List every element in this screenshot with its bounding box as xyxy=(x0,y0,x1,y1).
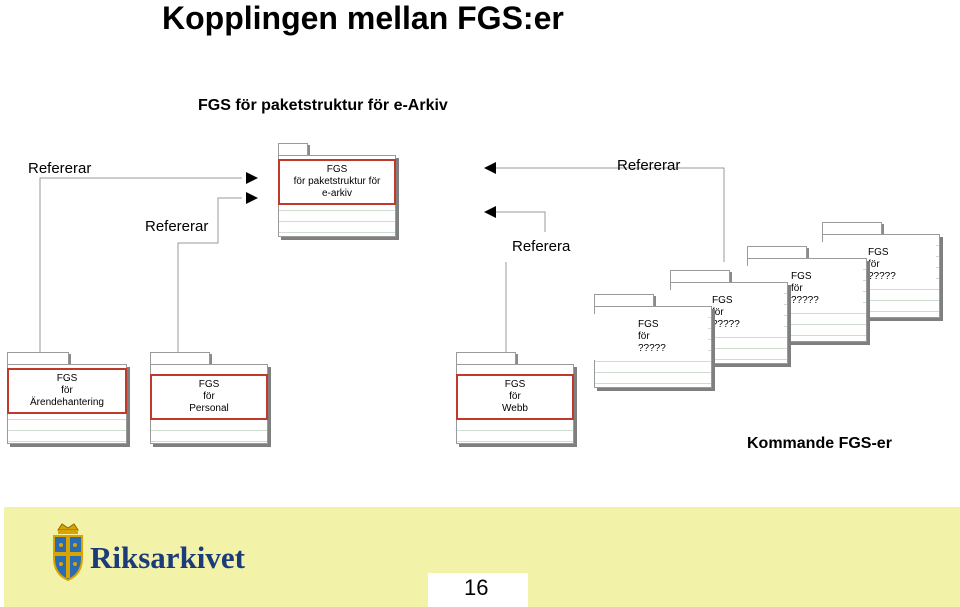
folder-personal-line3: Personal xyxy=(189,403,229,414)
slide-title: Kopplingen mellan FGS:er xyxy=(162,0,564,36)
arrow-left-1 xyxy=(484,162,496,174)
logo-text: Riksarkivet xyxy=(90,540,245,575)
folder-future-2-line2: för xyxy=(712,307,724,318)
folder-arende-line3: Ärendehantering xyxy=(30,397,104,408)
slide-subtitle: FGS för paketstruktur för e-Arkiv xyxy=(198,97,448,114)
ref-label-right-top: Refererar xyxy=(617,157,681,174)
folder-arende-line2: för xyxy=(61,385,73,396)
folder-arende-line1: FGS xyxy=(56,373,78,384)
folder-future-2-line1: FGS xyxy=(712,295,733,306)
folder-main-line1: FGS xyxy=(326,164,348,175)
slide-number: 16 xyxy=(464,575,489,600)
folder-future-1-line3: ????? xyxy=(638,343,666,354)
folder-arende-label: FGS för Ärendehantering xyxy=(7,368,127,414)
folder-webb-line2: för xyxy=(509,391,521,402)
folder-personal-line2: för xyxy=(203,391,215,402)
ref-label-left-top: Refererar xyxy=(28,160,92,177)
folder-future-1-line2: för xyxy=(638,331,650,342)
folder-future-3: FGS för ????? xyxy=(747,246,867,342)
arrow-right-1 xyxy=(246,172,258,184)
folder-main-line3: e-arkiv xyxy=(321,188,352,199)
connector-webb xyxy=(496,211,546,232)
kommande-label: Kommande FGS-er xyxy=(747,435,892,452)
folder-personal-line1: FGS xyxy=(198,379,220,390)
folder-future-1-label: FGS för ????? xyxy=(594,314,708,360)
folder-personal-label: FGS för Personal xyxy=(150,374,268,420)
folder-future-1-line1: FGS xyxy=(638,319,659,330)
folder-future-4-line3: ????? xyxy=(868,271,896,282)
folder-main-line2: för paketstruktur för xyxy=(293,176,381,187)
folder-webb-line1: FGS xyxy=(504,379,526,390)
folder-future-3-line3: ????? xyxy=(791,295,819,306)
folder-main: FGS för paketstruktur för e-arkiv xyxy=(278,143,396,239)
folder-webb-label: FGS för Webb xyxy=(456,374,574,420)
connector-arende xyxy=(39,177,242,352)
ref-label-right-mid: Referera xyxy=(512,238,571,255)
folder-future-1: FGS för ????? xyxy=(594,294,712,388)
folder-webb: FGS för Webb xyxy=(456,352,574,444)
connector-personal xyxy=(177,197,242,352)
connector-future xyxy=(496,167,725,262)
ref-label-left-mid: Refererar xyxy=(145,218,209,235)
folder-arende: FGS för Ärendehantering xyxy=(7,352,127,444)
folder-future-4-line1: FGS xyxy=(868,247,889,258)
folder-future-2-line3: ????? xyxy=(712,319,740,330)
folder-future-4-line2: för xyxy=(868,259,880,270)
folder-main-label: FGS för paketstruktur för e-arkiv xyxy=(278,159,396,205)
arrow-left-2 xyxy=(484,206,496,218)
folder-webb-line3: Webb xyxy=(502,403,528,414)
folder-future-3-line1: FGS xyxy=(791,271,812,282)
coat-of-arms-icon xyxy=(53,523,83,582)
folder-personal: FGS för Personal xyxy=(150,352,268,444)
arrow-right-2 xyxy=(246,192,258,204)
slide-number-box xyxy=(428,573,528,607)
folder-future-3-line2: för xyxy=(791,283,803,294)
